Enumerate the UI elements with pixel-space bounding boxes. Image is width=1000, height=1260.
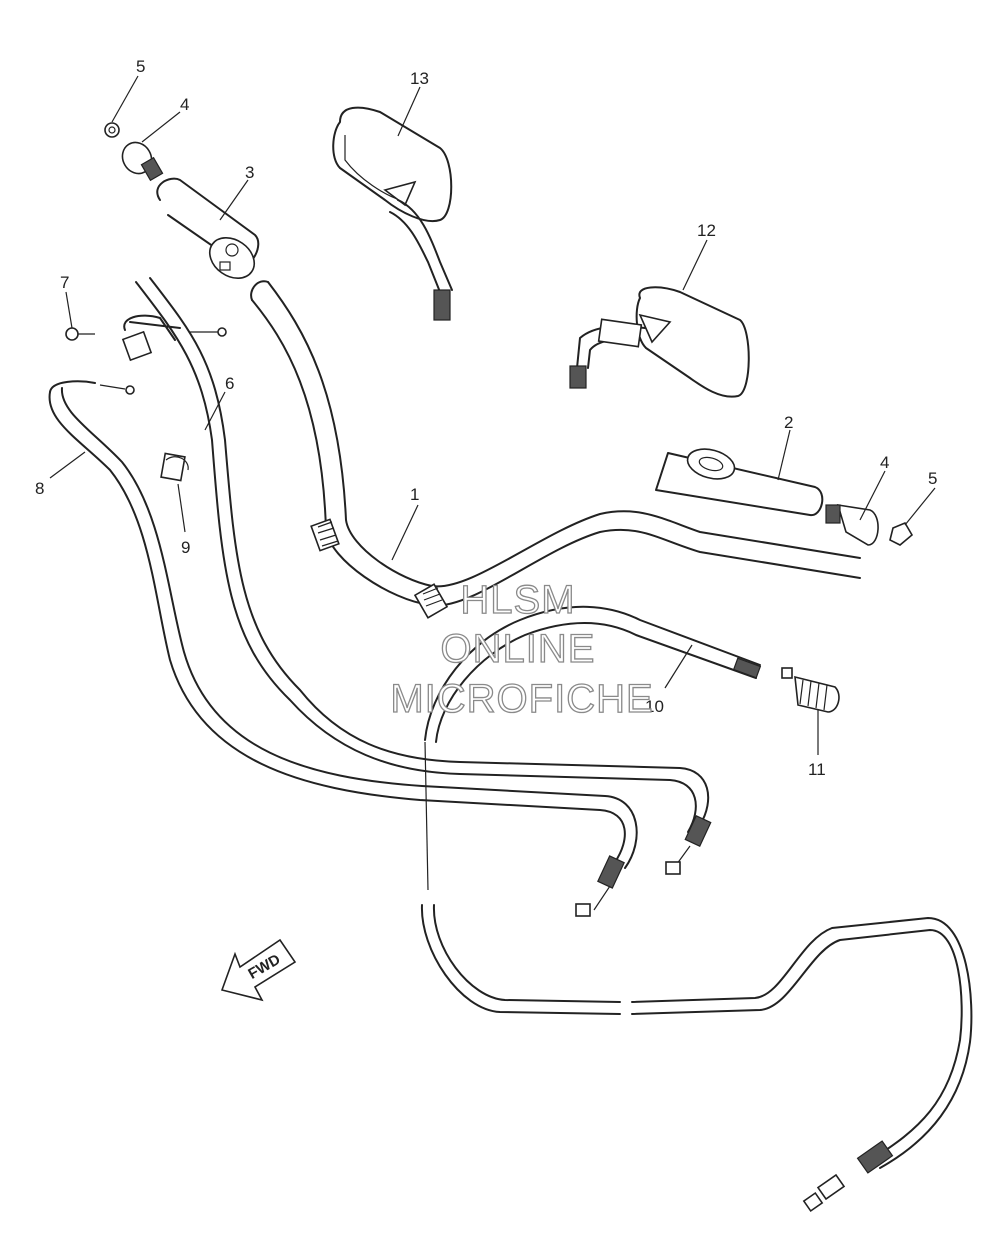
callout-13: 13 bbox=[410, 69, 429, 88]
throttle-cables bbox=[48, 277, 712, 917]
callout-8: 8 bbox=[35, 479, 44, 498]
callout-6: 6 bbox=[225, 374, 234, 393]
mirror-left bbox=[332, 106, 453, 321]
clutch-cable bbox=[420, 605, 973, 1213]
cable-clamp bbox=[160, 452, 189, 482]
callout-9: 9 bbox=[181, 538, 190, 557]
callout-12: 12 bbox=[697, 221, 716, 240]
watermark-line-2: ONLINE bbox=[441, 627, 596, 671]
callout-5-right: 5 bbox=[928, 469, 937, 488]
callout-7: 7 bbox=[60, 273, 69, 292]
callout-4-left: 4 bbox=[180, 95, 189, 114]
right-grip bbox=[655, 448, 824, 517]
callout-11: 11 bbox=[808, 760, 826, 779]
callouts: 1 2 3 4 4 5 5 6 7 8 9 10 11 12 13 bbox=[35, 57, 937, 779]
fwd-arrow: FWD bbox=[220, 938, 297, 1002]
handlebar bbox=[250, 280, 861, 619]
callout-3: 3 bbox=[245, 163, 254, 182]
right-bar-end bbox=[825, 504, 914, 546]
left-grip bbox=[156, 177, 260, 279]
mirror-right bbox=[569, 286, 750, 398]
callout-2: 2 bbox=[784, 413, 793, 432]
callout-5-left: 5 bbox=[136, 57, 145, 76]
callout-4-right: 4 bbox=[880, 453, 889, 472]
watermark-line-1: HLSM bbox=[460, 578, 575, 622]
left-bar-end bbox=[104, 122, 164, 182]
callout-10: 10 bbox=[645, 697, 664, 716]
leader-lines bbox=[49, 75, 936, 755]
watermark-line-3: MICROFICHE bbox=[390, 677, 653, 721]
watermark: HLSM ONLINE MICROFICHE bbox=[390, 577, 654, 721]
callout-1: 1 bbox=[410, 485, 419, 504]
screw bbox=[65, 327, 95, 341]
break-line bbox=[424, 741, 429, 891]
